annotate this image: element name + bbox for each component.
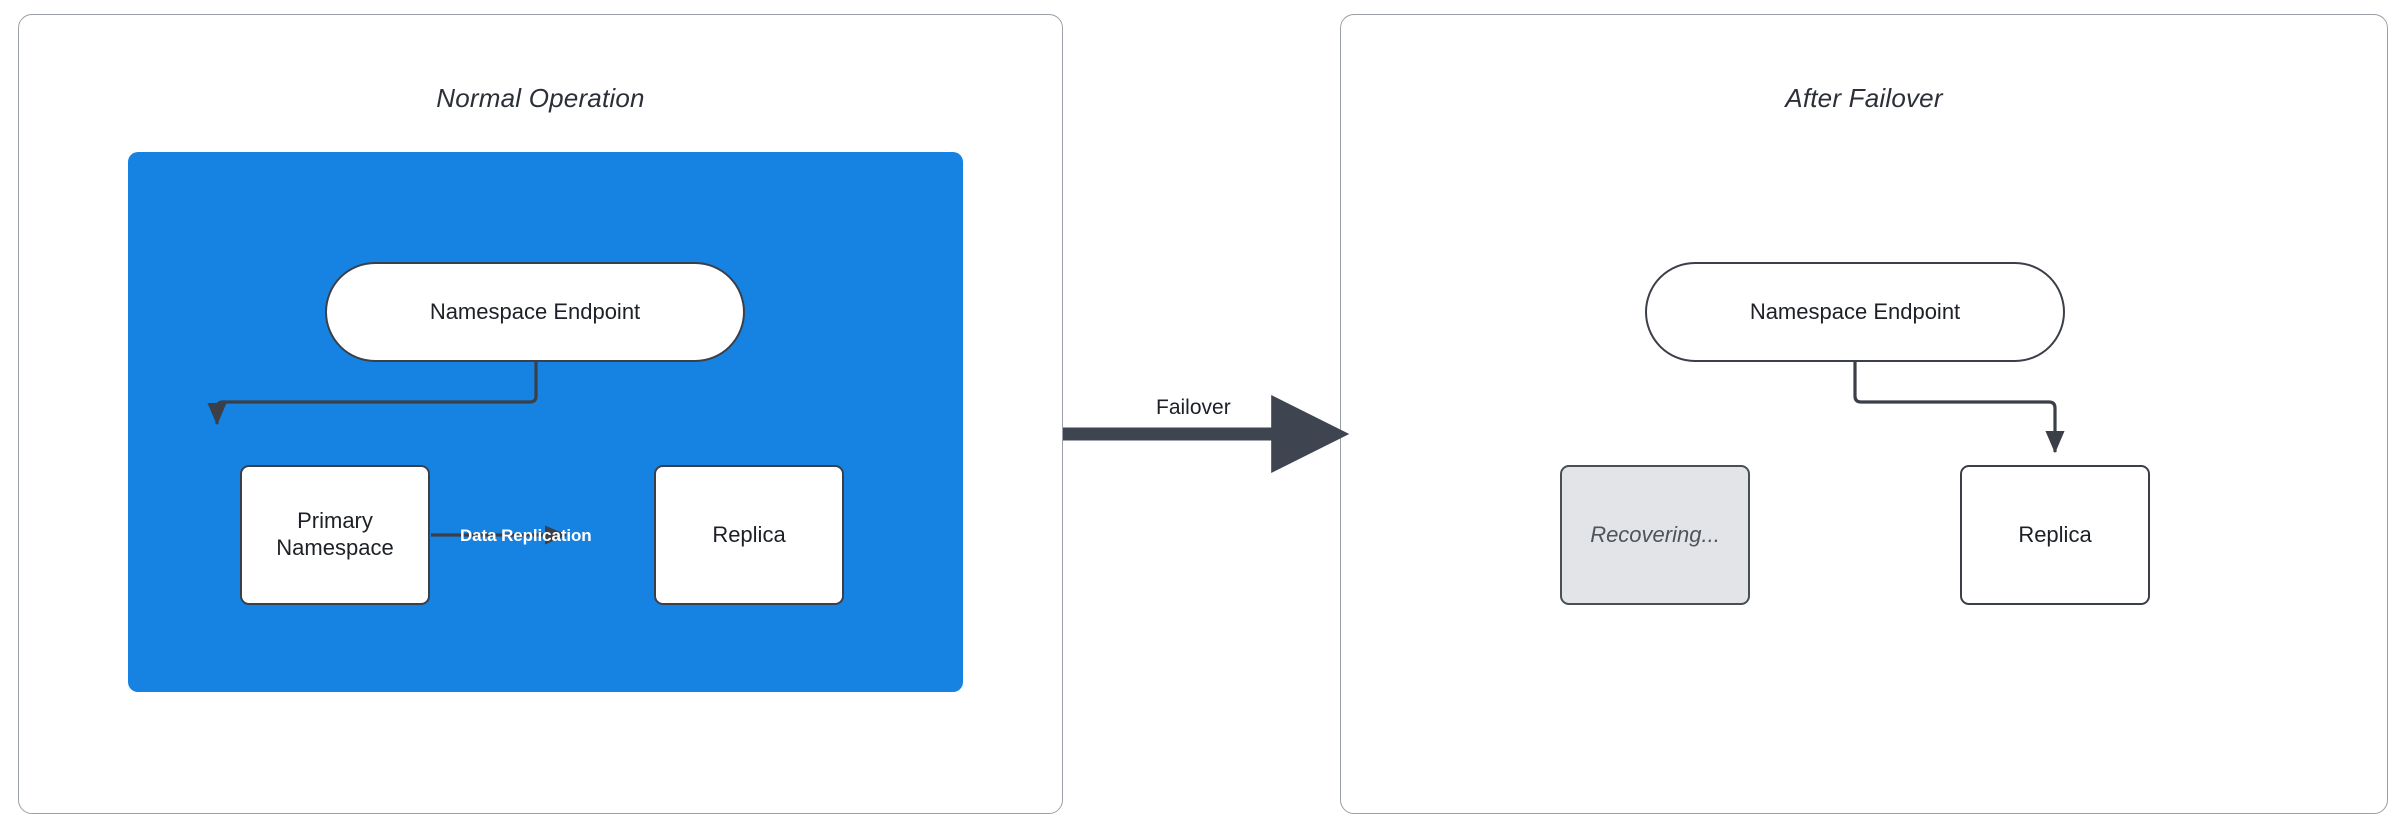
cluster-secondary-region	[145, 152, 963, 692]
node-label: Replica	[712, 521, 786, 547]
panel-title-after-failover: After Failover	[1785, 83, 1943, 113]
panel-title-normal-operation: Normal Operation	[436, 83, 645, 113]
node-recovering[interactable]: Recovering...	[1560, 465, 1750, 605]
panel-after-failover: After Failover	[1340, 14, 2388, 814]
node-primary-namespace[interactable]: Primary Namespace	[240, 465, 430, 605]
node-label: Recovering...	[1590, 521, 1720, 547]
label-failover: Failover	[1156, 396, 1231, 419]
node-replica-right[interactable]: Replica	[1960, 465, 2150, 605]
node-label-line-2: Namespace	[276, 535, 394, 560]
node-label: Replica	[2018, 521, 2092, 547]
node-replica-left[interactable]: Replica	[654, 465, 844, 605]
node-namespace-endpoint-left[interactable]: Namespace Endpoint	[325, 262, 745, 362]
edge-label-data-replication: Data Replication	[460, 526, 592, 545]
node-label-line-1: Primary	[297, 508, 373, 534]
node-label: Namespace Endpoint	[1749, 298, 1961, 324]
node-namespace-endpoint-right[interactable]: Namespace Endpoint	[1645, 262, 2065, 362]
node-label: Namespace Endpoint	[429, 298, 641, 324]
